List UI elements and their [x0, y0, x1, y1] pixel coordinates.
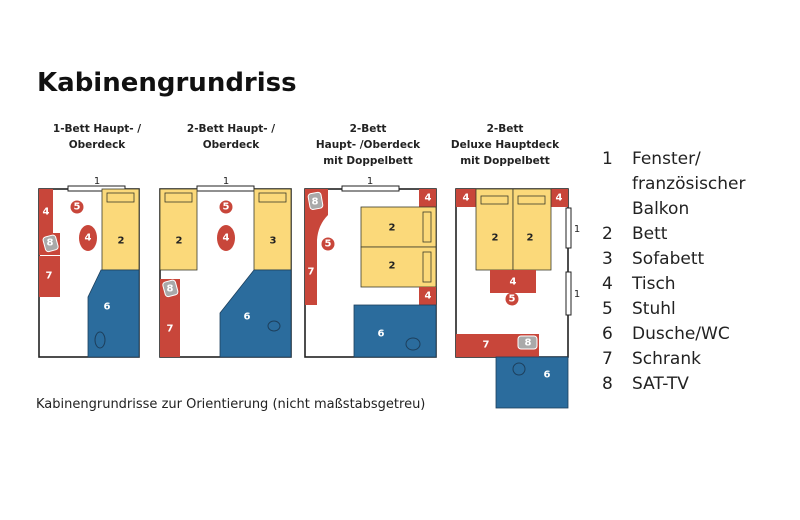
wardrobe — [160, 279, 180, 357]
legend: 1 Fenster/ französischer Balkon 2 Bett 3… — [602, 149, 746, 394]
shower-marker: 6 — [244, 312, 251, 323]
wardrobe-marker: 7 — [46, 271, 53, 282]
legend-label: französischer — [632, 174, 746, 194]
page-title: Kabinengrundriss — [37, 68, 297, 98]
shower-marker: 6 — [104, 302, 111, 313]
legend-label: Balkon — [632, 199, 689, 219]
legend-number: 4 — [602, 274, 613, 294]
bed-marker: 2 — [118, 236, 125, 247]
tv-marker: 8 — [167, 284, 174, 295]
table-marker: 4 — [85, 233, 92, 244]
legend-label: Bett — [632, 224, 668, 244]
legend-label: Fenster/ — [632, 149, 701, 169]
legend-number: 2 — [602, 224, 613, 244]
plan-4-heading-line-3: mit Doppelbett — [460, 155, 550, 167]
table — [79, 225, 97, 251]
plan-2-double-cabin: 1 2 3 5 4 8 7 6 — [159, 176, 292, 358]
legend-label: Schrank — [632, 349, 701, 369]
plan-3-double-bed-cabin: 1 8 7 5 4 2 2 4 6 — [304, 176, 437, 358]
shower-wc — [87, 269, 140, 358]
shower-marker: 6 — [378, 329, 385, 340]
table-marker: 4 — [425, 291, 432, 302]
bed-marker: 2 — [176, 236, 183, 247]
legend-label: SAT-TV — [632, 374, 689, 394]
window-marker: 1 — [574, 224, 580, 235]
plan-1-heading-line-2: Oberdeck — [69, 139, 127, 151]
bed — [475, 188, 514, 271]
window-marker: 1 — [574, 289, 580, 300]
shower-wc — [353, 304, 437, 358]
wardrobe — [39, 256, 60, 297]
wardrobe-marker: 7 — [167, 324, 174, 335]
table — [39, 189, 53, 233]
window-marker: 1 — [94, 176, 100, 187]
plan-3-heading-line-2: Haupt- /Oberdeck — [316, 139, 421, 151]
bed-marker: 2 — [492, 233, 499, 244]
caption: Kabinengrundrisse zur Orientierung (nich… — [36, 397, 425, 412]
wardrobe — [305, 189, 328, 305]
plan-1-heading-line-1: 1-Bett Haupt- / — [53, 123, 141, 135]
bed — [101, 188, 140, 271]
table-marker: 4 — [556, 193, 563, 204]
bed — [360, 246, 437, 288]
sofabed-marker: 3 — [270, 236, 277, 247]
shower-marker: 6 — [544, 370, 551, 381]
legend-number: 6 — [602, 324, 613, 344]
plan-3-heading-line-3: mit Doppelbett — [323, 155, 413, 167]
window-marker: 1 — [223, 176, 229, 187]
legend-number: 1 — [602, 149, 613, 169]
plan-4-heading-line-2: Deluxe Hauptdeck — [451, 139, 560, 151]
bed — [360, 206, 437, 248]
plan-4-heading-line-1: 2-Bett — [487, 123, 524, 135]
legend-number: 7 — [602, 349, 613, 369]
table-marker: 4 — [223, 233, 230, 244]
chair-marker: 5 — [509, 294, 516, 305]
plan-4-deluxe-cabin: 4 4 2 2 4 5 1 1 7 8 6 — [455, 188, 580, 409]
plan-1-single-cabin: 1 4 8 7 5 4 2 6 — [38, 176, 140, 358]
table-marker: 4 — [43, 207, 50, 218]
legend-label: Tisch — [631, 274, 676, 294]
legend-label: Dusche/WC — [632, 324, 730, 344]
window-marker: 1 — [367, 176, 373, 187]
bed-marker: 2 — [389, 223, 396, 234]
window — [67, 185, 126, 192]
bed — [159, 188, 198, 271]
legend-number: 5 — [602, 299, 613, 319]
tv-icon — [42, 234, 59, 253]
plan-2-heading-line-1: 2-Bett Haupt- / — [187, 123, 275, 135]
bed-marker: 2 — [389, 261, 396, 272]
sofa-bed — [253, 188, 292, 271]
tv-marker: 8 — [312, 197, 319, 208]
shower-wc — [495, 356, 569, 409]
shower-wc — [219, 269, 292, 358]
tv-marker: 8 — [525, 338, 532, 349]
chair-marker: 5 — [74, 202, 81, 213]
wardrobe-marker: 7 — [483, 340, 490, 351]
legend-label: Stuhl — [632, 299, 676, 319]
plan-3-heading-line-1: 2-Bett — [350, 123, 387, 135]
wardrobe-marker: 7 — [308, 267, 315, 278]
legend-number: 3 — [602, 249, 613, 269]
chair-marker: 5 — [325, 239, 332, 250]
table-marker: 4 — [463, 193, 470, 204]
legend-label: Sofabett — [632, 249, 705, 269]
bed-marker: 2 — [527, 233, 534, 244]
table-marker: 4 — [425, 193, 432, 204]
table-marker: 4 — [510, 277, 517, 288]
chair-marker: 5 — [223, 202, 230, 213]
tv-marker: 8 — [47, 238, 54, 249]
chair — [70, 200, 84, 214]
plan-2-heading-line-2: Oberdeck — [203, 139, 261, 151]
legend-number: 8 — [602, 374, 613, 394]
